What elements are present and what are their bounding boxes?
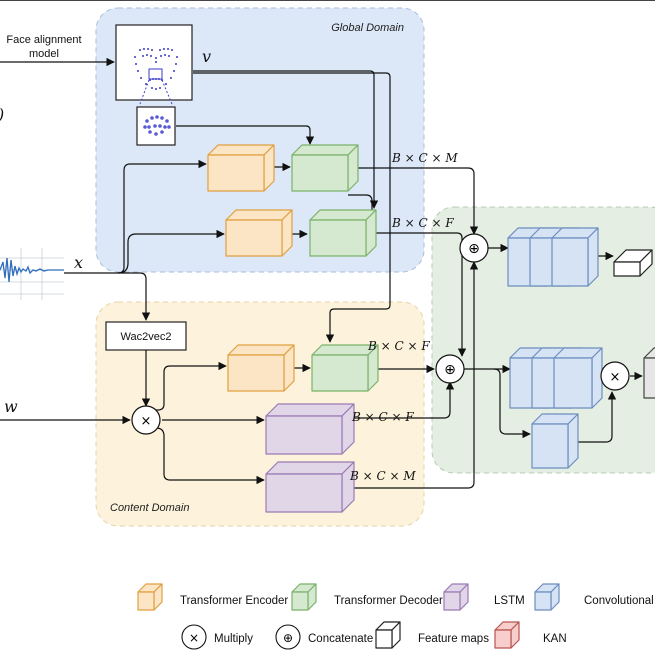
content-domain-label: Content Domain — [110, 502, 190, 514]
global-domain-label: Global Domain — [331, 22, 404, 34]
transformer-decoder-block-global-2 — [309, 209, 377, 257]
audio-waveform-image — [0, 246, 64, 302]
lstm-block-2 — [265, 461, 355, 513]
concat-node-top: ⊕ — [459, 233, 489, 263]
svg-text:×: × — [141, 414, 152, 429]
legend-transformer-decoder-icon — [291, 583, 317, 611]
legend-multiply-icon — [181, 624, 207, 650]
dim-label-bcf-top: B × C × F — [391, 216, 454, 230]
w-label: w — [4, 397, 18, 416]
legend: Transformer Encoder Transformer Decoder LS… — [137, 583, 654, 650]
legend-lstm-icon — [443, 583, 469, 611]
multiply-node-content: × — [131, 405, 161, 435]
legend-concatenate-label: Concatenate — [308, 633, 373, 645]
dim-label-bcf-lstm: B × C × F — [351, 410, 414, 424]
transformer-encoder-block-global-1 — [207, 144, 275, 192]
feature-map-block-small — [613, 249, 653, 277]
legend-concatenate-symbol: ⊕ — [283, 631, 293, 645]
transformer-decoder-block-global-1 — [291, 144, 359, 192]
legend-multiply-label: Multiply — [214, 633, 253, 645]
dim-label-bcf-mid: B × C × F — [367, 339, 430, 353]
legend-transformer-encoder-icon — [137, 583, 163, 611]
x-label: x — [74, 253, 83, 272]
transformer-decoder-block-content — [311, 344, 379, 392]
mouth-landmark-image — [136, 106, 176, 146]
concat-node-middle: ⊕ — [435, 354, 465, 384]
conv-block-top-3 — [551, 227, 599, 287]
face-alignment-label-line2: model — [29, 48, 59, 60]
svg-text:⊕: ⊕ — [468, 241, 480, 257]
svg-text:×: × — [610, 370, 621, 385]
feature-map-block-gray — [643, 347, 655, 399]
lstm-block-1 — [265, 403, 355, 455]
legend-kan-label: KAN — [543, 633, 567, 645]
legend-lstm-label: LSTM — [494, 595, 525, 607]
dim-label-bcm-top: B × C × M — [391, 151, 458, 165]
legend-transformer-encoder-label: Transformer Encoder — [180, 595, 288, 607]
left-paren-fragment: ) — [0, 105, 4, 124]
v-label: v — [202, 47, 211, 66]
wac2vec2-label: Wac2vec2 — [121, 331, 172, 343]
multiply-node-fusion: × — [600, 361, 630, 391]
legend-convolutional-label: Convolutional — [584, 595, 654, 607]
transformer-encoder-block-global-2 — [225, 209, 293, 257]
legend-convolutional-icon — [534, 583, 560, 611]
conv-block-single — [531, 413, 579, 469]
fusion-region — [431, 206, 655, 474]
wac2vec2-box — [105, 321, 187, 351]
blocks — [207, 144, 655, 513]
legend-kan-icon — [494, 621, 520, 649]
face-landmark-image — [115, 24, 193, 105]
conv-block-mid-3 — [553, 347, 603, 409]
legend-concatenate-icon — [275, 624, 301, 650]
svg-text:⊕: ⊕ — [444, 362, 456, 378]
dim-label-bcm-bottom: B × C × M — [349, 469, 416, 483]
legend-feature-maps-label: Feature maps — [418, 633, 489, 645]
legend-feature-maps-icon — [375, 621, 401, 649]
legend-transformer-decoder-label: Transformer Decoder — [334, 595, 443, 607]
legend-multiply-symbol: × — [189, 631, 199, 645]
transformer-encoder-block-content — [227, 344, 295, 392]
face-alignment-label-line1: Face alignment — [6, 34, 81, 46]
connections — [0, 70, 643, 489]
